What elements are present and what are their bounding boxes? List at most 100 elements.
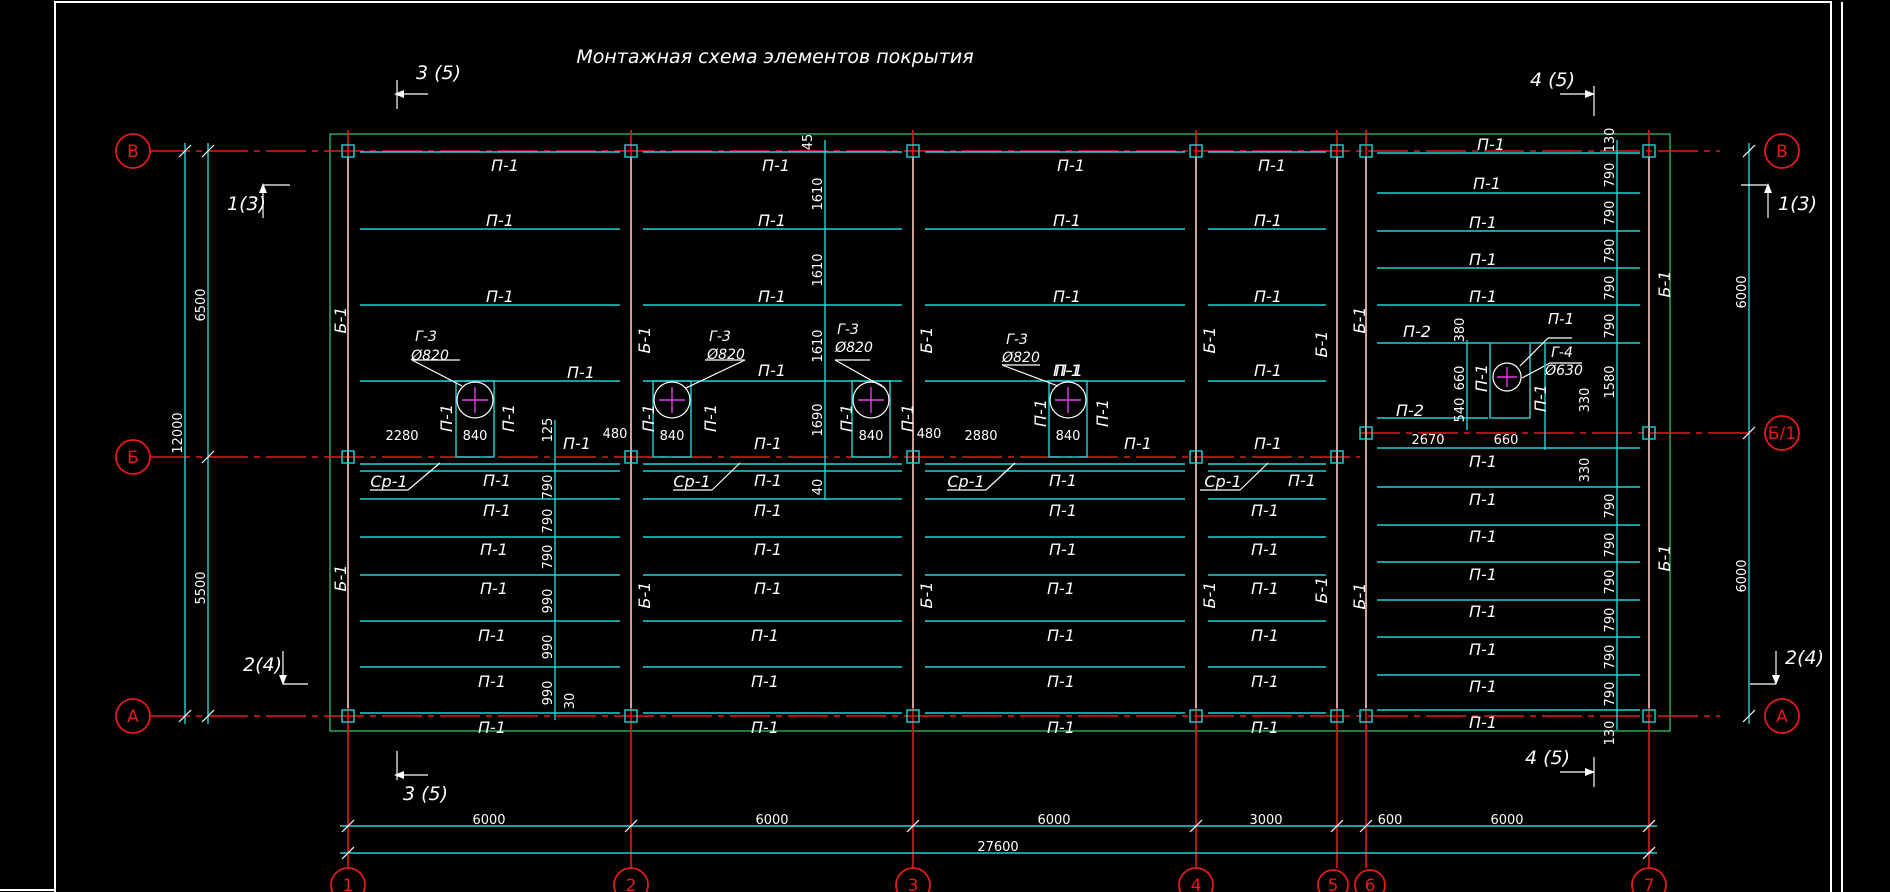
- label-p1: П-1: [1469, 640, 1497, 659]
- col-axis-7: 7: [1644, 876, 1655, 892]
- col-axis-5: 5: [1328, 876, 1339, 892]
- label-sr1: Ср-1: [947, 472, 984, 491]
- section-3-5-bottom: 3 (5): [403, 783, 448, 805]
- label-p1-vert: П-1: [1472, 364, 1491, 392]
- row-axis-v-right: В: [1776, 142, 1788, 162]
- dim-r790-7: 790: [1603, 533, 1618, 558]
- element-labels: П-1 П-1 П-1 П-1 П-1 П-1 П-1 П-1 П-1 П-1 …: [331, 135, 1674, 737]
- row-axis-a-left: А: [127, 707, 139, 727]
- dim-r790-6: 790: [1603, 494, 1618, 519]
- dim-r790-8: 790: [1603, 570, 1618, 595]
- label-p1: П-1: [1258, 156, 1286, 175]
- label-p1: П-1: [478, 626, 506, 645]
- dim-480-a: 480: [603, 427, 628, 442]
- label-p1: П-1: [754, 471, 782, 490]
- label-b1: Б-1: [1200, 327, 1219, 354]
- dim-30: 30: [563, 693, 578, 710]
- label-p1: П-1: [486, 211, 514, 230]
- label-p2: П-2: [1403, 322, 1431, 341]
- label-p1: П-1: [1049, 540, 1077, 559]
- label-p1-vert: П-1: [1531, 384, 1550, 412]
- dim-40: 40: [811, 479, 826, 496]
- dim-r790-5: 790: [1603, 314, 1618, 339]
- label-b1: Б-1: [331, 307, 350, 334]
- opening-2: [652, 380, 692, 458]
- dim-790-c: 790: [541, 545, 556, 570]
- label-p1: П-1: [1469, 250, 1497, 269]
- label-p1-opening: П-1: [1548, 310, 1574, 328]
- dim-1580: 1580: [1603, 365, 1618, 398]
- label-p1: П-1: [1469, 565, 1497, 584]
- label-p1: П-1: [1469, 490, 1497, 509]
- opening-5: [1489, 342, 1531, 419]
- dim-130-top: 130: [1603, 128, 1618, 153]
- section-markers: 3 (5) 3 (5) 4 (5) 4 (5) 1(3) 1(3) 2(4) 2…: [227, 62, 1824, 805]
- left-dimensions: 6500 5500 12000: [171, 143, 215, 724]
- label-p1: П-1: [758, 287, 786, 306]
- section-1-3-left: 1(3): [227, 193, 266, 215]
- dim-790-b: 790: [541, 509, 556, 534]
- label-p1: П-1: [1055, 361, 1083, 380]
- dim-r790-11: 790: [1603, 682, 1618, 707]
- dim-bottom-2: 6000: [755, 813, 788, 828]
- label-p1: П-1: [1251, 579, 1279, 598]
- label-p1-vert: П-1: [499, 404, 518, 432]
- label-p1: П-1: [567, 363, 595, 382]
- label-p1: П-1: [1049, 501, 1077, 520]
- label-p1: П-1: [1053, 361, 1081, 380]
- label-p1: П-1: [1124, 434, 1152, 453]
- label-p1: П-1: [1047, 579, 1075, 598]
- label-p1: П-1: [483, 501, 511, 520]
- label-p1: П-1: [1057, 156, 1085, 175]
- label-b1: Б-1: [917, 327, 936, 354]
- dim-1690: 1690: [811, 403, 826, 436]
- dim-bottom-4: 3000: [1249, 813, 1282, 828]
- label-p1: П-1: [1469, 527, 1497, 546]
- section-2-4-right: 2(4): [1785, 647, 1824, 669]
- dim-45: 45: [801, 134, 816, 151]
- label-p1: П-1: [1254, 434, 1282, 453]
- dim-840-d: 840: [1056, 429, 1081, 444]
- dim-r790-10: 790: [1603, 645, 1618, 670]
- label-b1: Б-1: [1350, 307, 1369, 334]
- right-dimensions: 6000 6000: [1735, 143, 1756, 724]
- label-p1: П-1: [751, 718, 779, 737]
- label-b1: Б-1: [635, 327, 654, 354]
- label-p1: П-1: [1469, 713, 1497, 732]
- label-p1: П-1: [1254, 287, 1282, 306]
- leaders: [370, 337, 1582, 491]
- dim-380: 380: [1453, 318, 1468, 343]
- column-axis-bubbles: 1 2 3 4 5 6 7: [330, 867, 1667, 892]
- dim-1610-a: 1610: [811, 177, 826, 210]
- label-p1: П-1: [754, 434, 782, 453]
- label-p1: П-1: [1251, 718, 1279, 737]
- label-p1: П-1: [1254, 211, 1282, 230]
- label-p1: П-1: [1053, 211, 1081, 230]
- label-p1: П-1: [751, 626, 779, 645]
- label-p1: П-1: [751, 672, 779, 691]
- dim-660-v: 660: [1453, 366, 1468, 391]
- label-p1: П-1: [1469, 452, 1497, 471]
- section-4-5-top: 4 (5): [1530, 69, 1575, 91]
- label-b1: Б-1: [917, 582, 936, 609]
- label-g3: Г-3: [837, 322, 859, 338]
- row-axis-b1-right: Б/1: [1768, 424, 1796, 444]
- label-p1: П-1: [1047, 626, 1075, 645]
- row-axis-bubbles: В Б А В Б/1 А: [115, 133, 1800, 734]
- bottom-dimensions: 6000 6000 6000 3000 600 6000 27600: [340, 813, 1657, 860]
- dim-r790-4: 790: [1603, 276, 1618, 301]
- label-p1: П-1: [1469, 677, 1497, 696]
- section-3-5-top: 3 (5): [416, 62, 461, 84]
- dim-2670: 2670: [1411, 433, 1444, 448]
- row-axis-b-left: Б: [127, 448, 139, 468]
- dim-r790-3: 790: [1603, 239, 1618, 264]
- label-p1-vert: П-1: [701, 404, 720, 432]
- label-p1: П-1: [762, 156, 790, 175]
- section-2-4-left: 2(4): [243, 654, 282, 676]
- columns: [341, 144, 1656, 723]
- dim-990-b: 990: [541, 635, 556, 660]
- label-b1: Б-1: [1655, 545, 1674, 572]
- label-p1: П-1: [1053, 287, 1081, 306]
- dim-r790-2: 790: [1603, 201, 1618, 226]
